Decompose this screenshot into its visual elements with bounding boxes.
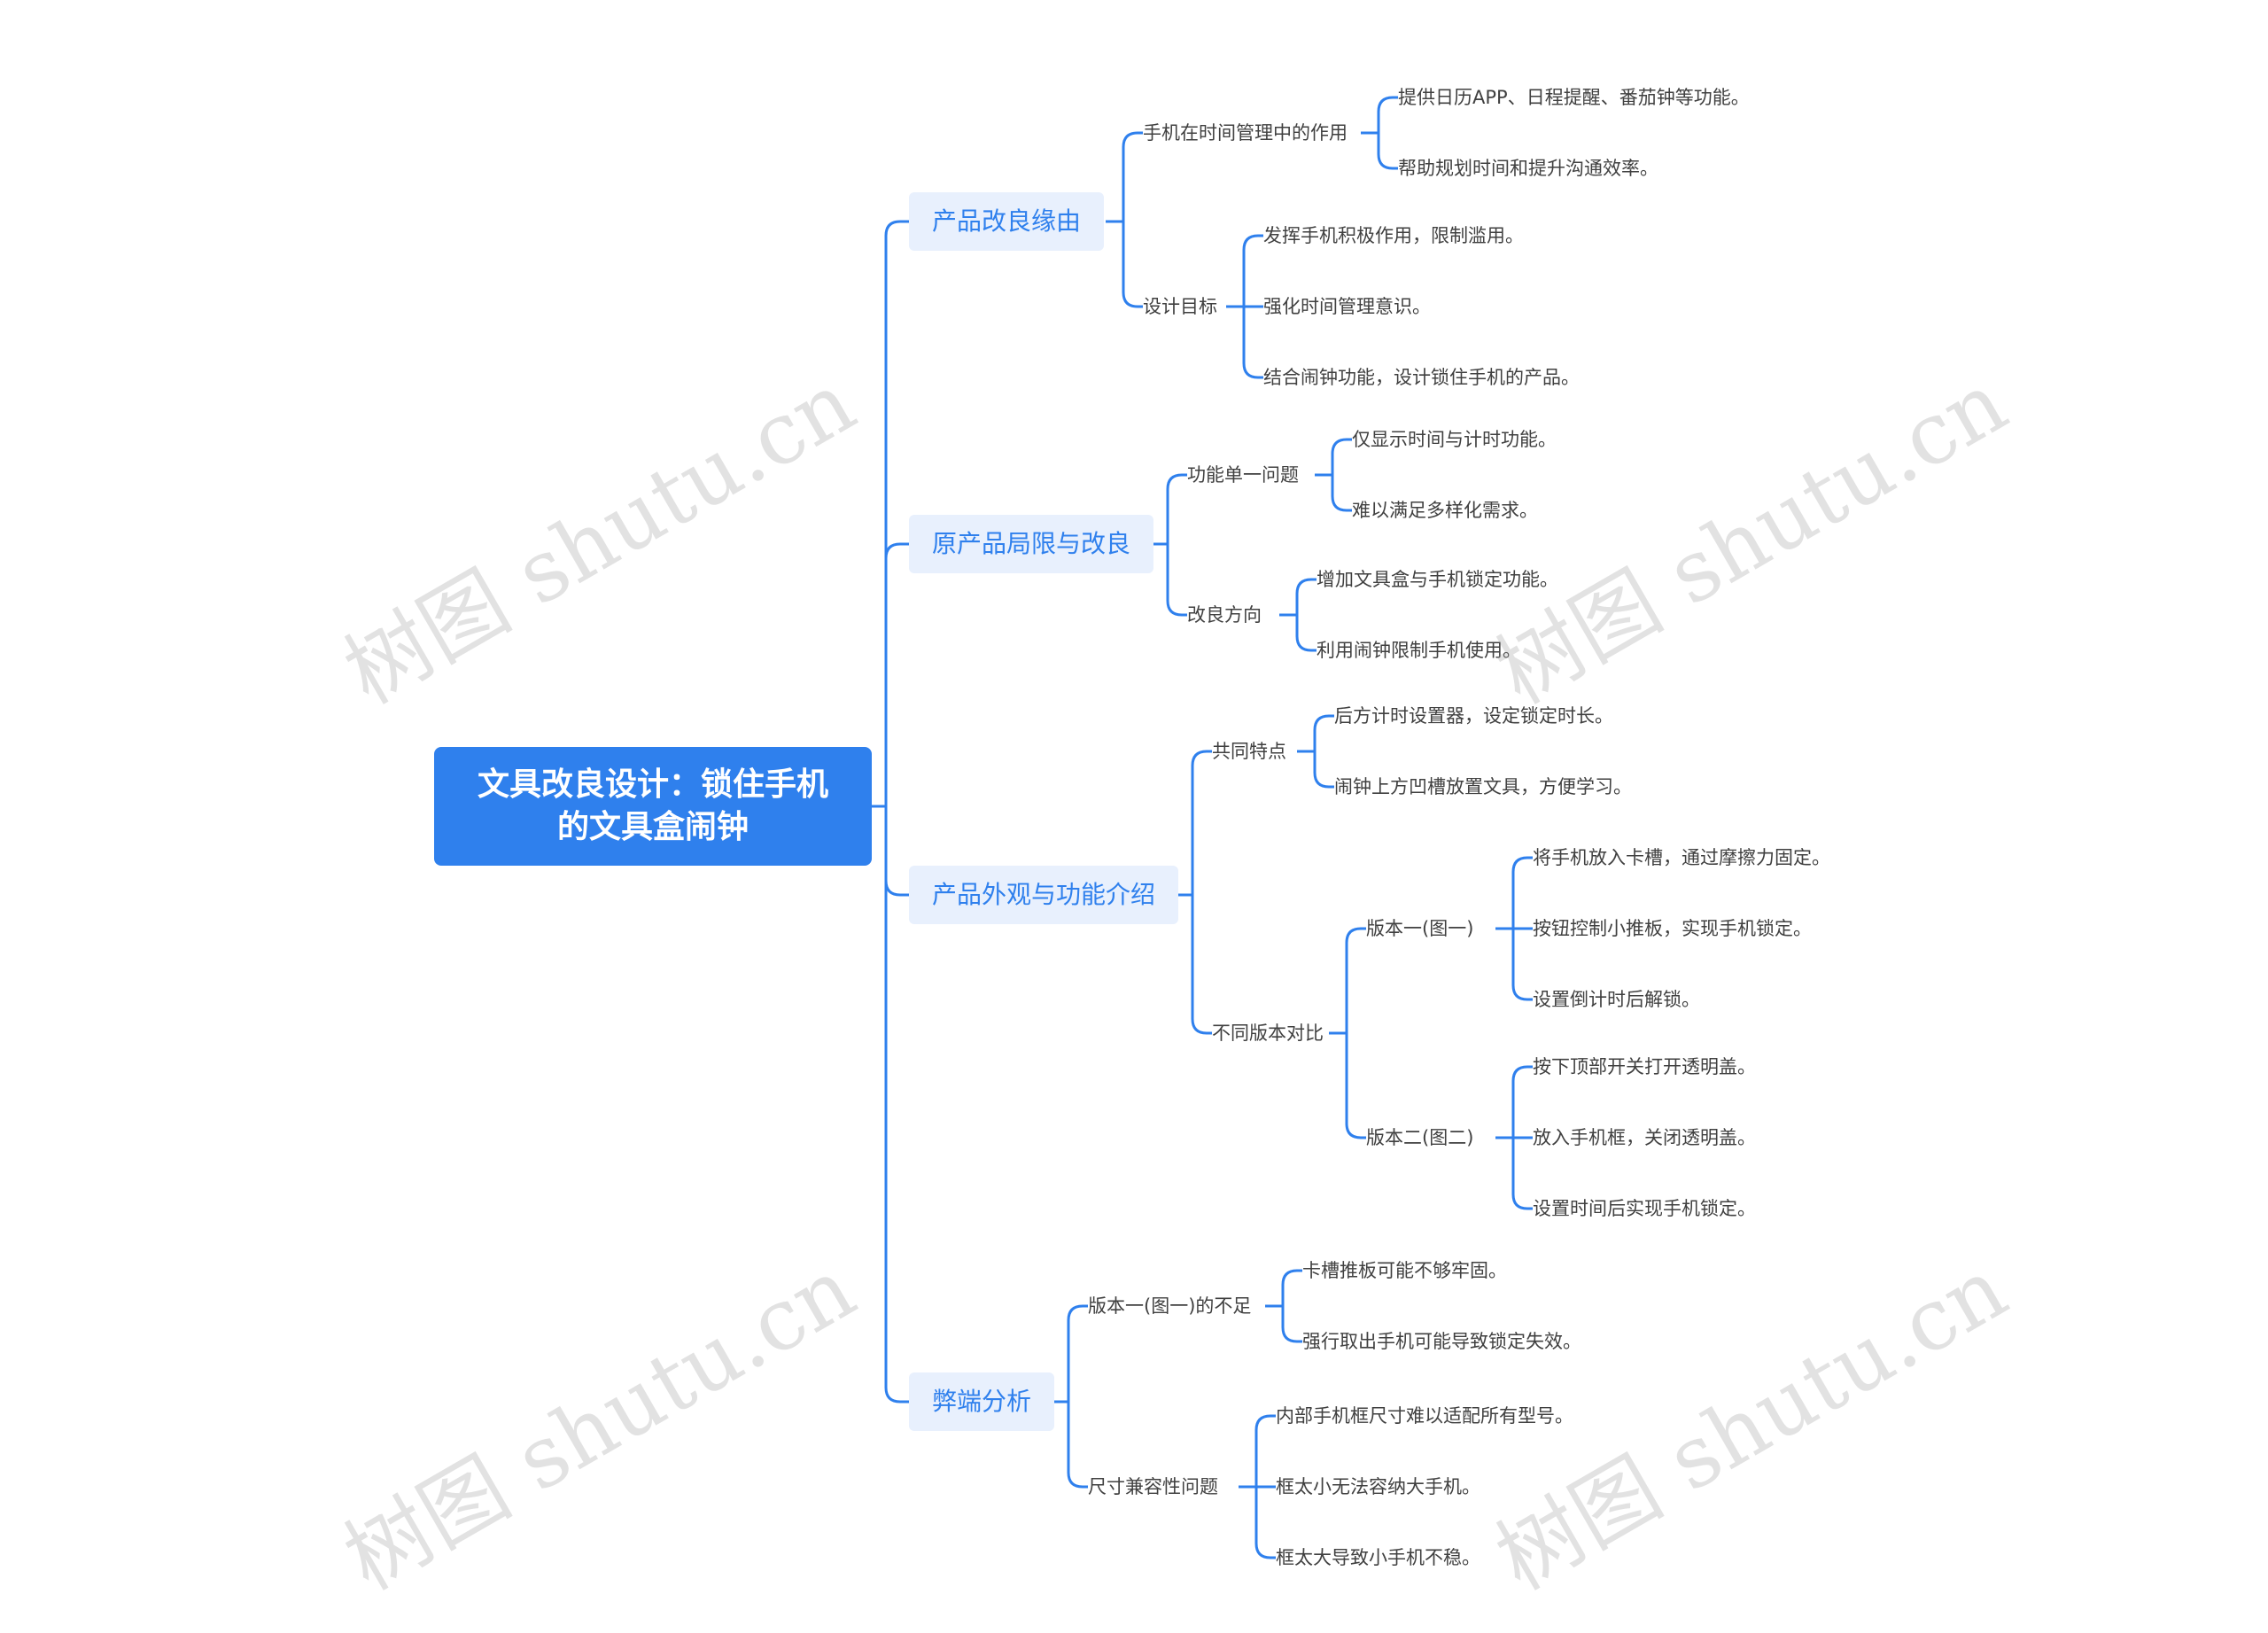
- leaf-item[interactable]: 增加文具盒与手机锁定功能。: [1317, 569, 1558, 590]
- leaf-item[interactable]: 框太大导致小手机不稳。: [1276, 1547, 1480, 1568]
- subtopic-design-goal[interactable]: 设计目标: [1143, 296, 1217, 317]
- subtopic-version-compare[interactable]: 不同版本对比: [1212, 1023, 1324, 1044]
- leaf-item[interactable]: 结合闹钟功能，设计锁住手机的产品。: [1263, 367, 1580, 388]
- leaf-item[interactable]: 按钮控制小推板，实现手机锁定。: [1533, 918, 1812, 939]
- branch-topic-3[interactable]: 产品外观与功能介绍: [909, 866, 1179, 924]
- subtopic-version-1-flaws[interactable]: 版本一(图一)的不足: [1088, 1295, 1252, 1317]
- leaf-item[interactable]: 内部手机框尺寸难以适配所有型号。: [1276, 1405, 1573, 1427]
- root-topic[interactable]: 文具改良设计：锁住手机 的文具盒闹钟: [434, 747, 872, 866]
- leaf-item[interactable]: 设置倒计时后解锁。: [1533, 989, 1700, 1010]
- subtopic-phone-role[interactable]: 手机在时间管理中的作用: [1143, 122, 1348, 144]
- leaf-item[interactable]: 帮助规划时间和提升沟通效率。: [1398, 158, 1658, 179]
- leaf-item[interactable]: 将手机放入卡槽，通过摩擦力固定。: [1533, 847, 1830, 868]
- leaf-item[interactable]: 利用闹钟限制手机使用。: [1317, 640, 1521, 661]
- branch-topic-4[interactable]: 弊端分析: [909, 1372, 1055, 1431]
- leaf-item[interactable]: 设置时间后实现手机锁定。: [1533, 1198, 1756, 1219]
- root-title-line-1: 文具改良设计：锁住手机: [477, 766, 828, 803]
- leaf-item[interactable]: 卡槽推板可能不够牢固。: [1302, 1260, 1507, 1281]
- subtopic-size-compatibility[interactable]: 尺寸兼容性问题: [1088, 1476, 1218, 1497]
- subtopic-improve-direction[interactable]: 改良方向: [1187, 604, 1262, 626]
- leaf-item[interactable]: 难以满足多样化需求。: [1352, 500, 1538, 521]
- leaf-item[interactable]: 仅显示时间与计时功能。: [1352, 429, 1557, 450]
- branch-topic-2[interactable]: 原产品局限与改良: [909, 515, 1154, 573]
- leaf-item[interactable]: 提供日历APP、日程提醒、番茄钟等功能。: [1398, 87, 1750, 108]
- subtopic-single-function[interactable]: 功能单一问题: [1187, 464, 1299, 486]
- branch-topic-1[interactable]: 产品改良缘由: [909, 192, 1105, 251]
- leaf-item[interactable]: 发挥手机积极作用，限制滥用。: [1263, 225, 1524, 246]
- leaf-item[interactable]: 框太小无法容纳大手机。: [1276, 1476, 1480, 1497]
- subtopic-common-features[interactable]: 共同特点: [1212, 741, 1286, 762]
- leaf-item[interactable]: 闹钟上方凹槽放置文具，方便学习。: [1334, 776, 1632, 797]
- subtopic-version-1[interactable]: 版本一(图一): [1366, 918, 1474, 939]
- root-title-line-2: 的文具盒闹钟: [556, 809, 749, 845]
- leaf-item[interactable]: 强行取出手机可能导致锁定失效。: [1302, 1331, 1581, 1352]
- leaf-item[interactable]: 放入手机框，关闭透明盖。: [1533, 1127, 1756, 1148]
- subtopic-version-2[interactable]: 版本二(图二): [1366, 1127, 1474, 1148]
- leaf-item[interactable]: 后方计时设置器，设定锁定时长。: [1334, 705, 1613, 727]
- leaf-item[interactable]: 强化时间管理意识。: [1263, 296, 1431, 317]
- leaf-item[interactable]: 按下顶部开关打开透明盖。: [1533, 1056, 1756, 1077]
